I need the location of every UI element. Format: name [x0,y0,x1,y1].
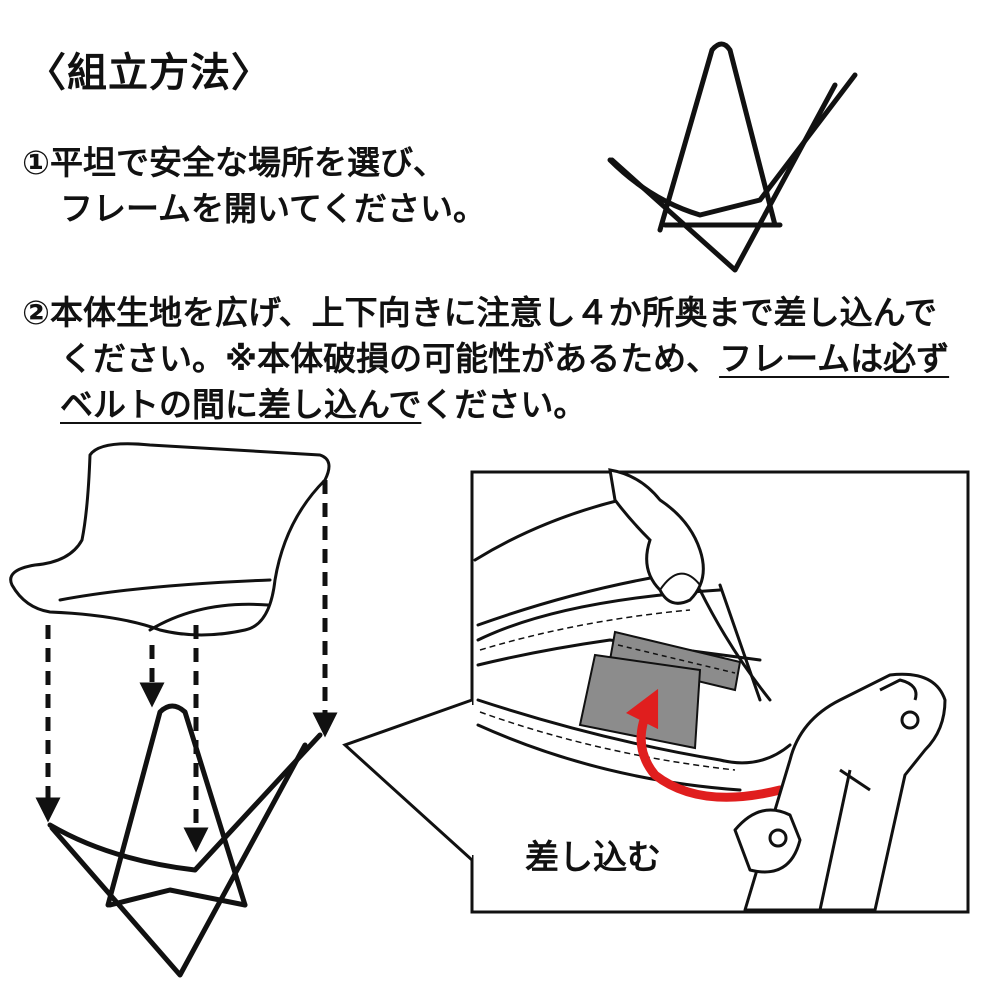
step-2-line-3: ベルトの間に差し込んでください。 [22,382,949,428]
step-2-underlined-warning-a: フレームは必ず [719,339,950,378]
open-frame-illustration [607,41,858,273]
insert-label: 差し込む [525,838,661,878]
hand-icon [608,468,705,605]
frame-illustration [47,703,323,978]
step-2-line-2: ください。※本体破損の可能性があるため、フレームは必ず [22,336,949,382]
step-1-line-2: フレームを開いてください。 [60,189,487,228]
step-2-underlined-warning-b: ベルトの間に差し込んで [60,385,422,424]
insertion-guide-arrows [35,480,338,853]
step-2-text: ②本体生地を広げ、上下向きに注意し４か所奥まで差し込んで ください。※本体破損の… [22,290,949,428]
seat-fabric-illustration [9,442,331,637]
insert-direction-arrow [625,688,785,802]
step-1-line-1: ①平坦で安全な場所を選び、 [22,143,446,182]
step-2-line-2-plain: ください。※本体破損の可能性があるため、 [60,339,720,378]
step-2-line-3-plain: ください。 [421,385,587,424]
step-1-text: ①平坦で安全な場所を選び、 フレームを開いてください。 [22,140,486,232]
detail-callout [342,468,970,914]
step-2-line-1: ②本体生地を広げ、上下向きに注意し４か所奥まで差し込んで [22,293,937,332]
frame-tube [733,672,947,912]
page-title: 〈組立方法〉 [26,50,272,96]
